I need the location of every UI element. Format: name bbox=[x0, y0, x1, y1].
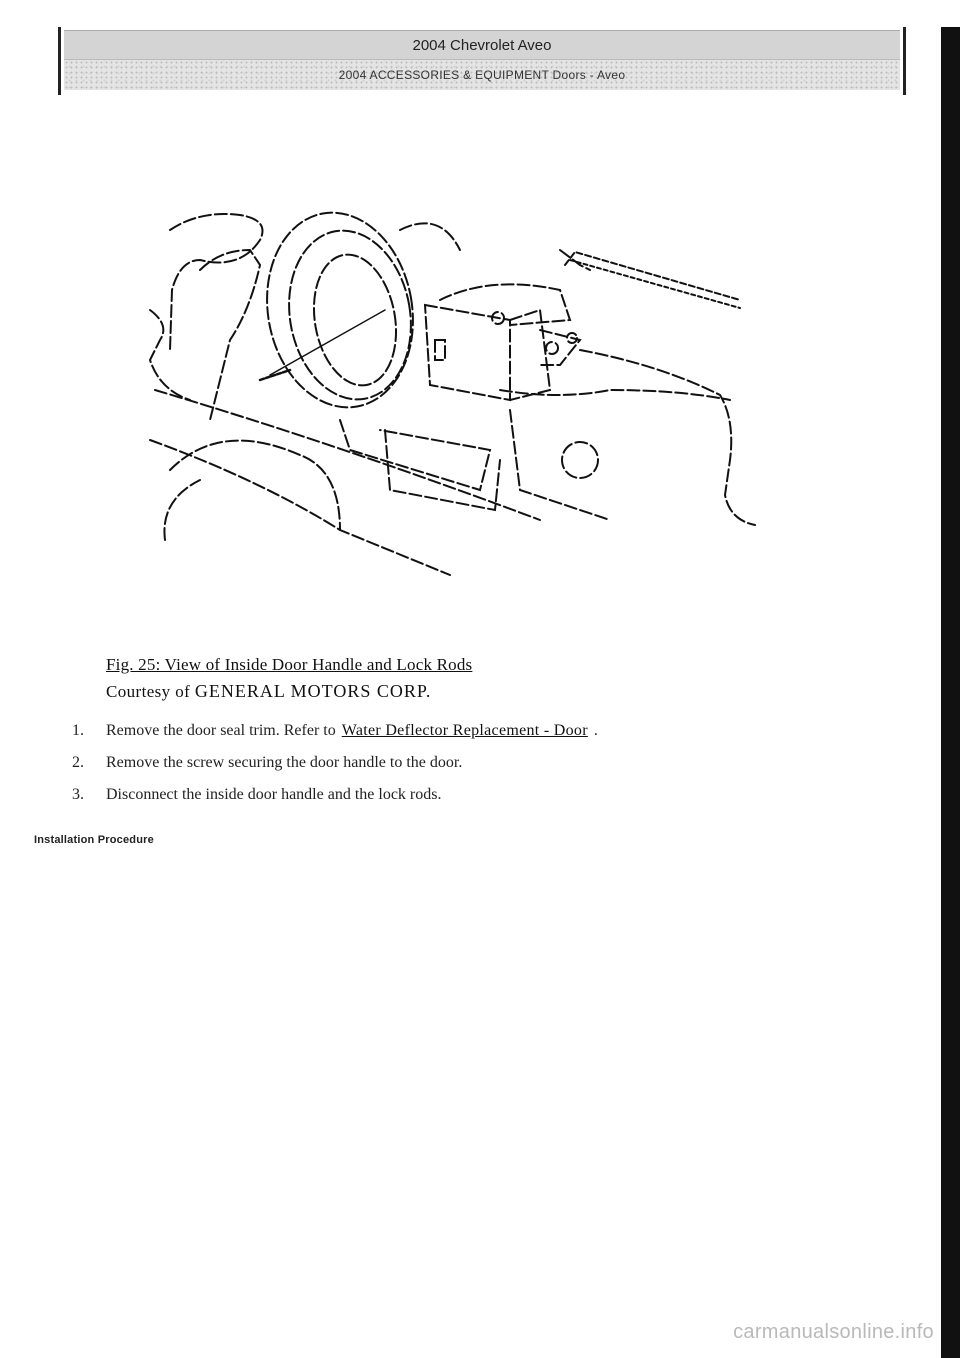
figure-title-link[interactable]: Fig. 25: View of Inside Door Handle and … bbox=[106, 655, 473, 674]
door-handle-illustration bbox=[148, 211, 756, 576]
list-item: 3. Disconnect the inside door handle and… bbox=[72, 786, 598, 818]
step-text: Remove the screw securing the door handl… bbox=[106, 754, 463, 771]
list-item: 1. Remove the door seal trim. Refer to W… bbox=[72, 722, 598, 754]
step-number: 1. bbox=[72, 722, 84, 739]
header-left-border bbox=[58, 27, 61, 95]
figure-courtesy: Courtesy of GENERAL MOTORS CORP. bbox=[106, 678, 472, 705]
step-text: Disconnect the inside door handle and th… bbox=[106, 786, 442, 803]
step-trailing-punctuation: . bbox=[593, 722, 598, 739]
courtesy-prefix: Courtesy of bbox=[106, 682, 195, 701]
removal-steps-list: 1. Remove the door seal trim. Refer to W… bbox=[72, 722, 598, 818]
header-title: 2004 Chevrolet Aveo bbox=[64, 30, 900, 60]
step-text: Remove the door seal trim. Refer to bbox=[106, 722, 336, 739]
courtesy-company: GENERAL MOTORS CORP. bbox=[194, 681, 432, 701]
installation-procedure-heading: Installation Procedure bbox=[34, 834, 154, 846]
page-right-border bbox=[941, 27, 960, 1358]
header-right-border bbox=[903, 27, 906, 95]
site-watermark: carmanualsonline.info bbox=[733, 1321, 934, 1343]
figure-caption: Fig. 25: View of Inside Door Handle and … bbox=[106, 652, 472, 705]
document-header: 2004 Chevrolet Aveo 2004 ACCESSORIES & E… bbox=[58, 27, 906, 95]
list-item: 2. Remove the screw securing the door ha… bbox=[72, 754, 598, 786]
water-deflector-link[interactable]: Water Deflector Replacement - Door bbox=[341, 722, 588, 739]
step-number: 2. bbox=[72, 754, 84, 771]
header-subtitle: 2004 ACCESSORIES & EQUIPMENT Doors - Ave… bbox=[64, 60, 900, 90]
step-number: 3. bbox=[72, 786, 84, 803]
